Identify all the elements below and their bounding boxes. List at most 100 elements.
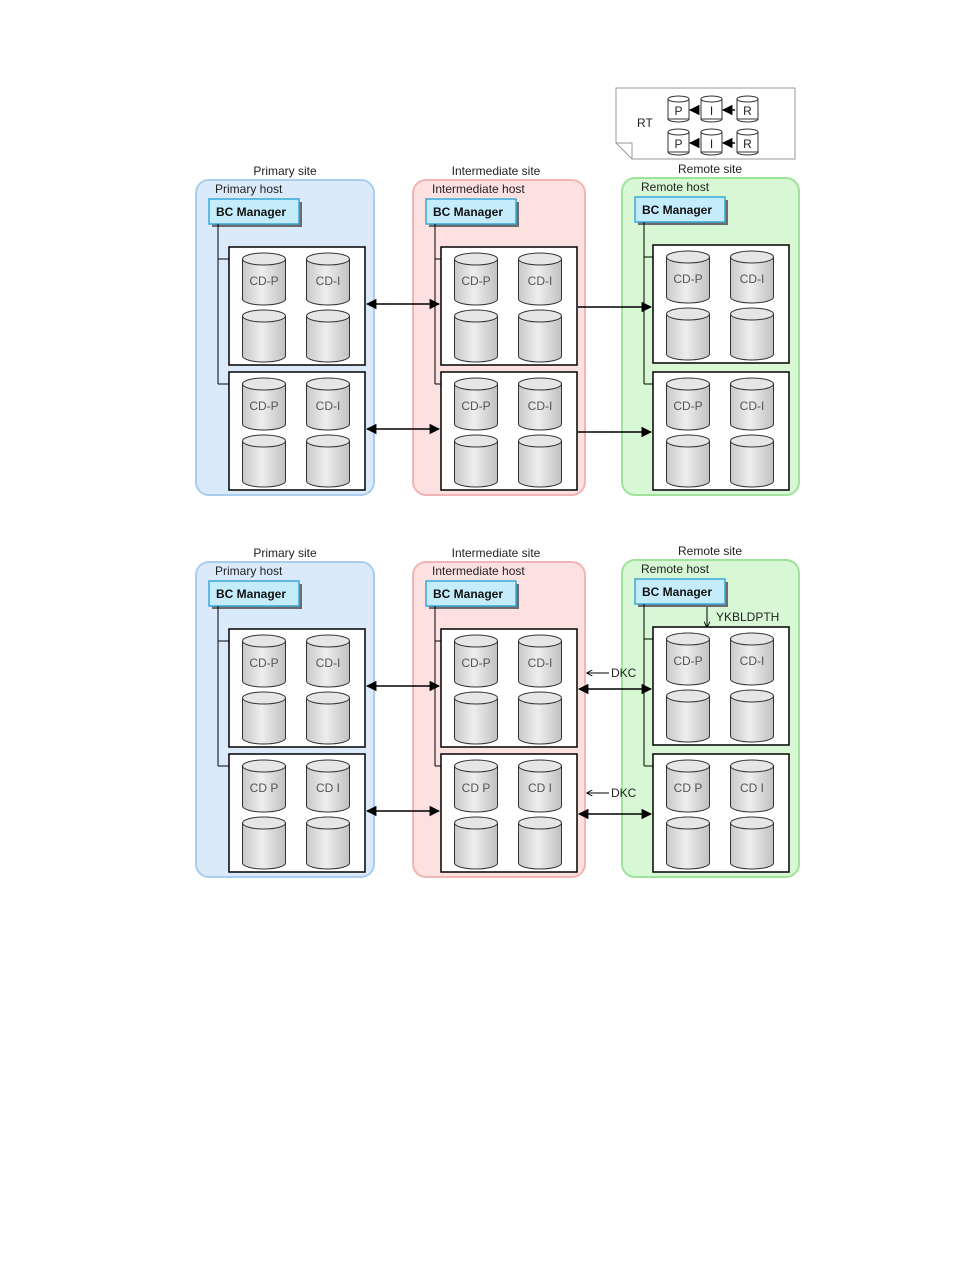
volume-disk [666,434,710,488]
ykbldpth-label: YKBLDPTH [716,610,779,624]
volume-disk: CD-P [454,252,498,306]
volume-label: CD-I [740,272,765,286]
volume-label: CD-I [316,399,341,413]
volume-disk: CD-I [518,634,562,688]
volume-disk: CD-P [454,634,498,688]
bc-manager-box [634,196,726,223]
volume-group: CD-P CD-I [652,626,790,746]
volume-disk: CD-P [242,377,286,431]
volume-label: CD-P [249,399,278,413]
bc-manager-label: BC Manager [216,205,286,219]
bc-manager-box [425,198,517,225]
legend-disk-label: I [710,104,713,118]
bc-manager-label: BC Manager [433,587,503,601]
volume-disk [242,691,286,745]
volume-label: CD-P [673,399,702,413]
volume-label: CD-I [316,274,341,288]
volume-disk [518,309,562,363]
site-label: Intermediate site [452,546,541,560]
volume-disk: CD I [730,759,774,813]
volume-label: CD I [316,781,340,795]
volume-disk: CD-P [242,634,286,688]
volume-disk: CD-I [518,252,562,306]
legend-disk-icon: R [736,128,759,156]
volume-disk [666,307,710,361]
volume-disk: CD-P [666,377,710,431]
volume-disk: CD-P [666,632,710,686]
volume-disk: CD P [666,759,710,813]
bc-manager-box [208,580,300,607]
bc-manager-box [425,580,517,607]
site-label: Primary site [253,164,317,178]
volume-label: CD-P [461,274,490,288]
volume-label: CD-I [528,399,553,413]
volume-disk: CD P [242,759,286,813]
volume-label: CD-I [316,656,341,670]
volume-disk: CD-I [306,252,350,306]
site-label: Intermediate site [452,164,541,178]
volume-disk [454,309,498,363]
legend-disk-label: R [743,104,752,118]
bc-manager-label: BC Manager [642,585,712,599]
volume-group: CD P CD I [228,753,366,873]
volume-label: CD-P [673,272,702,286]
host-label: Primary host [215,182,283,196]
legend-disk-icon: I [700,128,723,156]
site-label: Remote site [678,162,742,176]
legend-disk-label: P [674,137,682,151]
bc-manager-label: BC Manager [642,203,712,217]
volume-disk [730,689,774,743]
host-label: Remote host [641,180,710,194]
volume-disk [306,816,350,870]
volume-label: CD-I [740,654,765,668]
legend-disk-icon: I [700,95,723,123]
dkc-label: DKC [611,786,637,800]
volume-disk: CD-P [454,377,498,431]
volume-disk [730,307,774,361]
volume-disk [518,816,562,870]
volume-disk [454,816,498,870]
legend-disk-label: P [674,104,682,118]
host-label: Intermediate host [432,564,525,578]
volume-label: CD I [740,781,764,795]
legend-disk-icon: P [667,95,690,123]
volume-label: CD P [250,781,279,795]
volume-disk: CD-I [306,634,350,688]
legend-disk-label: R [743,137,752,151]
volume-disk [454,434,498,488]
volume-label: CD-P [461,656,490,670]
volume-disk: CD-I [730,250,774,304]
site-label: Primary site [253,546,317,560]
volume-group: CD-P CD-I [440,246,578,366]
volume-group: CD-P CD-I [228,371,366,491]
volume-disk: CD I [518,759,562,813]
volume-disk [242,434,286,488]
legend-rows: P I R P I R [667,95,759,156]
bc-manager-label: BC Manager [216,587,286,601]
volume-disk: CD-P [242,252,286,306]
volume-group: CD-P CD-I [440,628,578,748]
volume-disk [306,691,350,745]
volume-disk: CD-I [518,377,562,431]
volume-label: CD I [528,781,552,795]
volume-disk [242,816,286,870]
volume-disk: CD-P [666,250,710,304]
volume-disk [666,689,710,743]
volume-label: CD-P [249,274,278,288]
volume-label: CD P [462,781,491,795]
volume-disk [454,691,498,745]
volume-label: CD-I [528,656,553,670]
volume-group: CD-P CD-I [440,371,578,491]
site-label: Remote site [678,544,742,558]
volume-group: CD P CD I [652,753,790,873]
volume-disk [730,434,774,488]
bc-manager-box [634,578,726,605]
volume-disk: CD-I [730,632,774,686]
